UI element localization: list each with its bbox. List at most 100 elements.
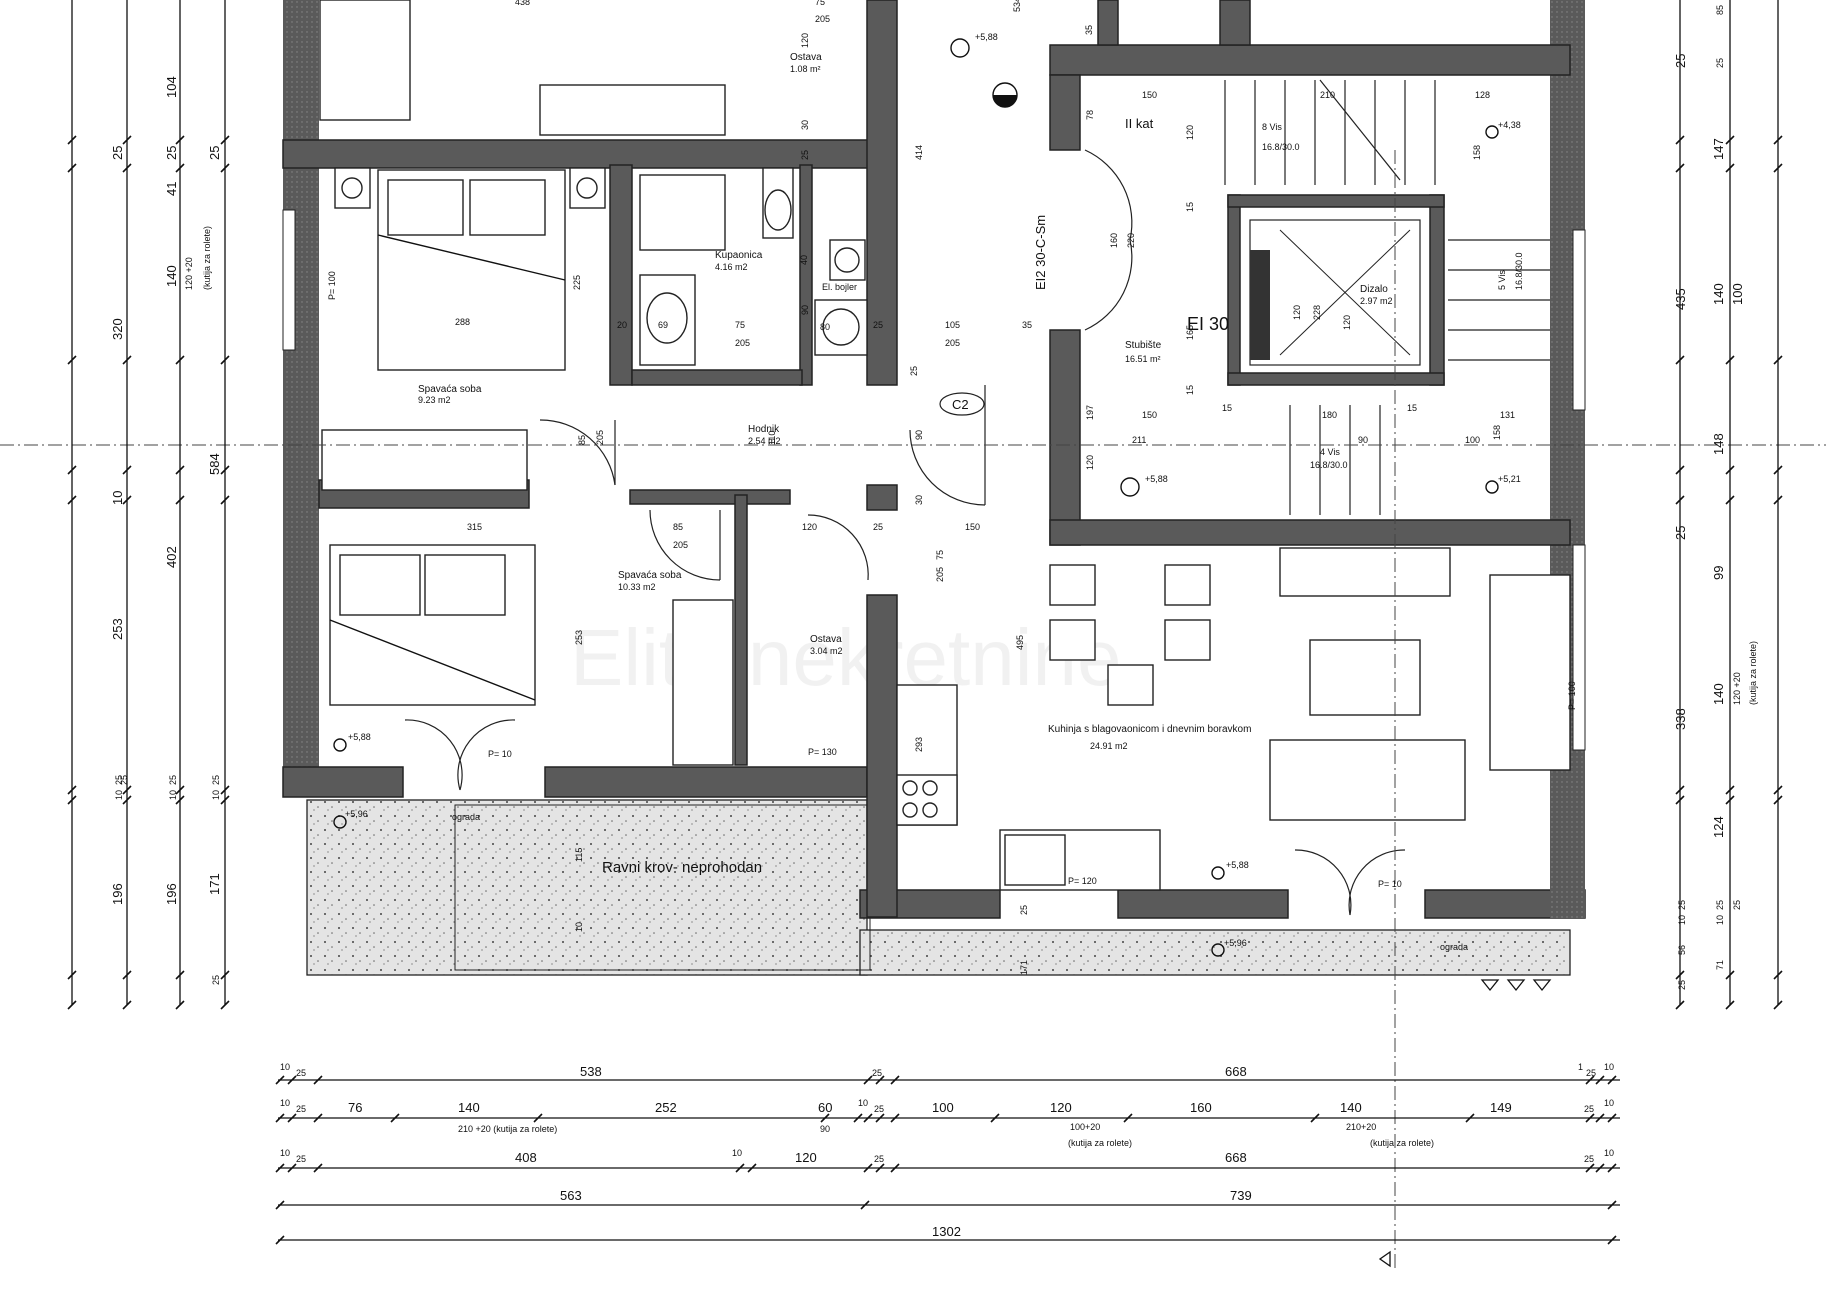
interior-dim-label: 171: [1019, 960, 1029, 975]
svg-text:10: 10: [280, 1062, 290, 1072]
interior-dim-label: 131: [1500, 410, 1515, 420]
wall-core-left: [1049, 74, 1081, 151]
p10-left: P= 10: [488, 749, 512, 759]
interior-dim-label: 120: [1185, 125, 1195, 140]
vis4-dim: 16.8/30.0: [1310, 460, 1348, 470]
bathroom-fixtures: [639, 167, 868, 366]
dims-right-col2: 85 25 147 140 100 99 140 120 +20 (kutija…: [1677, 5, 1758, 970]
interior-dim-label: 120: [802, 522, 817, 532]
dim-tick: [175, 355, 185, 365]
dim-tick: [275, 1113, 285, 1123]
vis5-dim: 16.8/30.0: [1514, 252, 1524, 290]
dim-tick: [175, 163, 185, 173]
interior-dim-label: 158: [1472, 145, 1482, 160]
interior-dim-label: 80: [820, 322, 830, 332]
dim-tick: [287, 1113, 297, 1123]
interior-dim-label: 110: [767, 431, 777, 445]
dim-tick: [533, 1113, 543, 1123]
dim-tick: [175, 970, 185, 980]
interior-dim-label: 288: [455, 317, 470, 327]
interior-dim-label: 120: [1085, 455, 1095, 470]
room-storage-top-area: 1.08 m²: [790, 64, 821, 74]
kitchen-sink: [1004, 834, 1066, 886]
interior-dim-label: 158: [1492, 425, 1502, 440]
dim-tick: [175, 465, 185, 475]
interior-dim-label: 150: [1142, 410, 1157, 420]
dim-lines-bottom: [278, 1079, 1620, 1241]
window-left: [282, 209, 296, 351]
p100-left: P= 100: [327, 271, 337, 300]
svg-text:25: 25: [110, 146, 125, 160]
svg-text:25: 25: [296, 1104, 306, 1114]
dim-tick: [863, 1163, 873, 1173]
dim-tick: [1773, 1000, 1783, 1010]
interior-dim-label: 293: [914, 737, 924, 752]
dim-tick: [220, 465, 230, 475]
interior-dim-label: 120: [1342, 315, 1352, 330]
dim-tick: [175, 1000, 185, 1010]
svg-text:56: 56: [1677, 945, 1687, 955]
dining-set: [1049, 564, 1211, 706]
ograda-left: ograda: [452, 812, 480, 822]
dim-tick: [1675, 1000, 1685, 1010]
interior-dim-label: 40: [799, 255, 809, 265]
dim-tick: [122, 1000, 132, 1010]
dim-tick: [220, 135, 230, 145]
dim-tick: [122, 465, 132, 475]
dims-bottom-row4: 563 739: [560, 1188, 1252, 1203]
interior-dim-label: 414: [914, 145, 924, 160]
interior-dim-label: 165: [1185, 325, 1195, 340]
dim-tick: [67, 135, 77, 145]
svg-text:10: 10: [280, 1098, 290, 1108]
svg-text:25: 25: [296, 1154, 306, 1164]
svg-text:538: 538: [580, 1064, 602, 1079]
dim-tick: [220, 163, 230, 173]
svg-text:10: 10: [114, 790, 124, 800]
svg-text:10: 10: [1715, 915, 1725, 925]
svg-text:104: 104: [164, 76, 179, 98]
interior-dim-label: 120: [1292, 305, 1302, 320]
level-588-b: +5,88: [1145, 474, 1168, 484]
dims-bottom-row1: 10 25 538 25 668 1 25 10: [280, 1062, 1614, 1079]
svg-text:25: 25: [874, 1154, 884, 1164]
dim-tick: [67, 1000, 77, 1010]
svg-text:210+20: 210+20: [1346, 1122, 1376, 1132]
interior-dim-label: 85: [577, 435, 587, 445]
stove: [896, 774, 958, 826]
dim-tick: [1585, 1163, 1595, 1173]
wall-elev-r: [1429, 194, 1445, 386]
wall-right: [1550, 0, 1585, 918]
svg-text:149: 149: [1490, 1100, 1512, 1115]
svg-text:171: 171: [207, 873, 222, 895]
interior-dim-label: 205: [595, 430, 605, 445]
interior-dim-label: 20: [617, 320, 627, 330]
interior-dim-label: 90: [1358, 435, 1368, 445]
dim-tick: [1675, 970, 1685, 980]
wall-left-lower: [283, 355, 319, 795]
svg-text:1: 1: [1578, 1062, 1583, 1072]
room-boiler: El. bojler: [822, 282, 857, 292]
svg-text:100: 100: [932, 1100, 954, 1115]
wardrobe-bedroom1: [321, 429, 528, 491]
dim-tick: [875, 1075, 885, 1085]
coffee-table: [1309, 639, 1421, 716]
level-596-b: +5,96: [1224, 938, 1247, 948]
dim-tick: [390, 1113, 400, 1123]
interior-dim-label: 90: [800, 305, 810, 315]
dim-tick: [1773, 970, 1783, 980]
dim-tick: [1675, 795, 1685, 805]
svg-text:99: 99: [1711, 566, 1726, 580]
dim-tick: [820, 1113, 830, 1123]
dim-tick: [1607, 1163, 1617, 1173]
dim-tick: [175, 495, 185, 505]
dim-tick: [1465, 1113, 1475, 1123]
interior-dim-label: 120: [800, 33, 810, 48]
dim-tick: [863, 1113, 873, 1123]
wall-bottom-left: [282, 766, 404, 798]
svg-text:41: 41: [164, 182, 179, 196]
svg-text:25: 25: [1584, 1154, 1594, 1164]
roof-terrace-left: [306, 799, 868, 976]
wall-elev-t: [1227, 194, 1445, 208]
interior-dim-label: 100: [1465, 435, 1480, 445]
dim-tick: [1725, 795, 1735, 805]
